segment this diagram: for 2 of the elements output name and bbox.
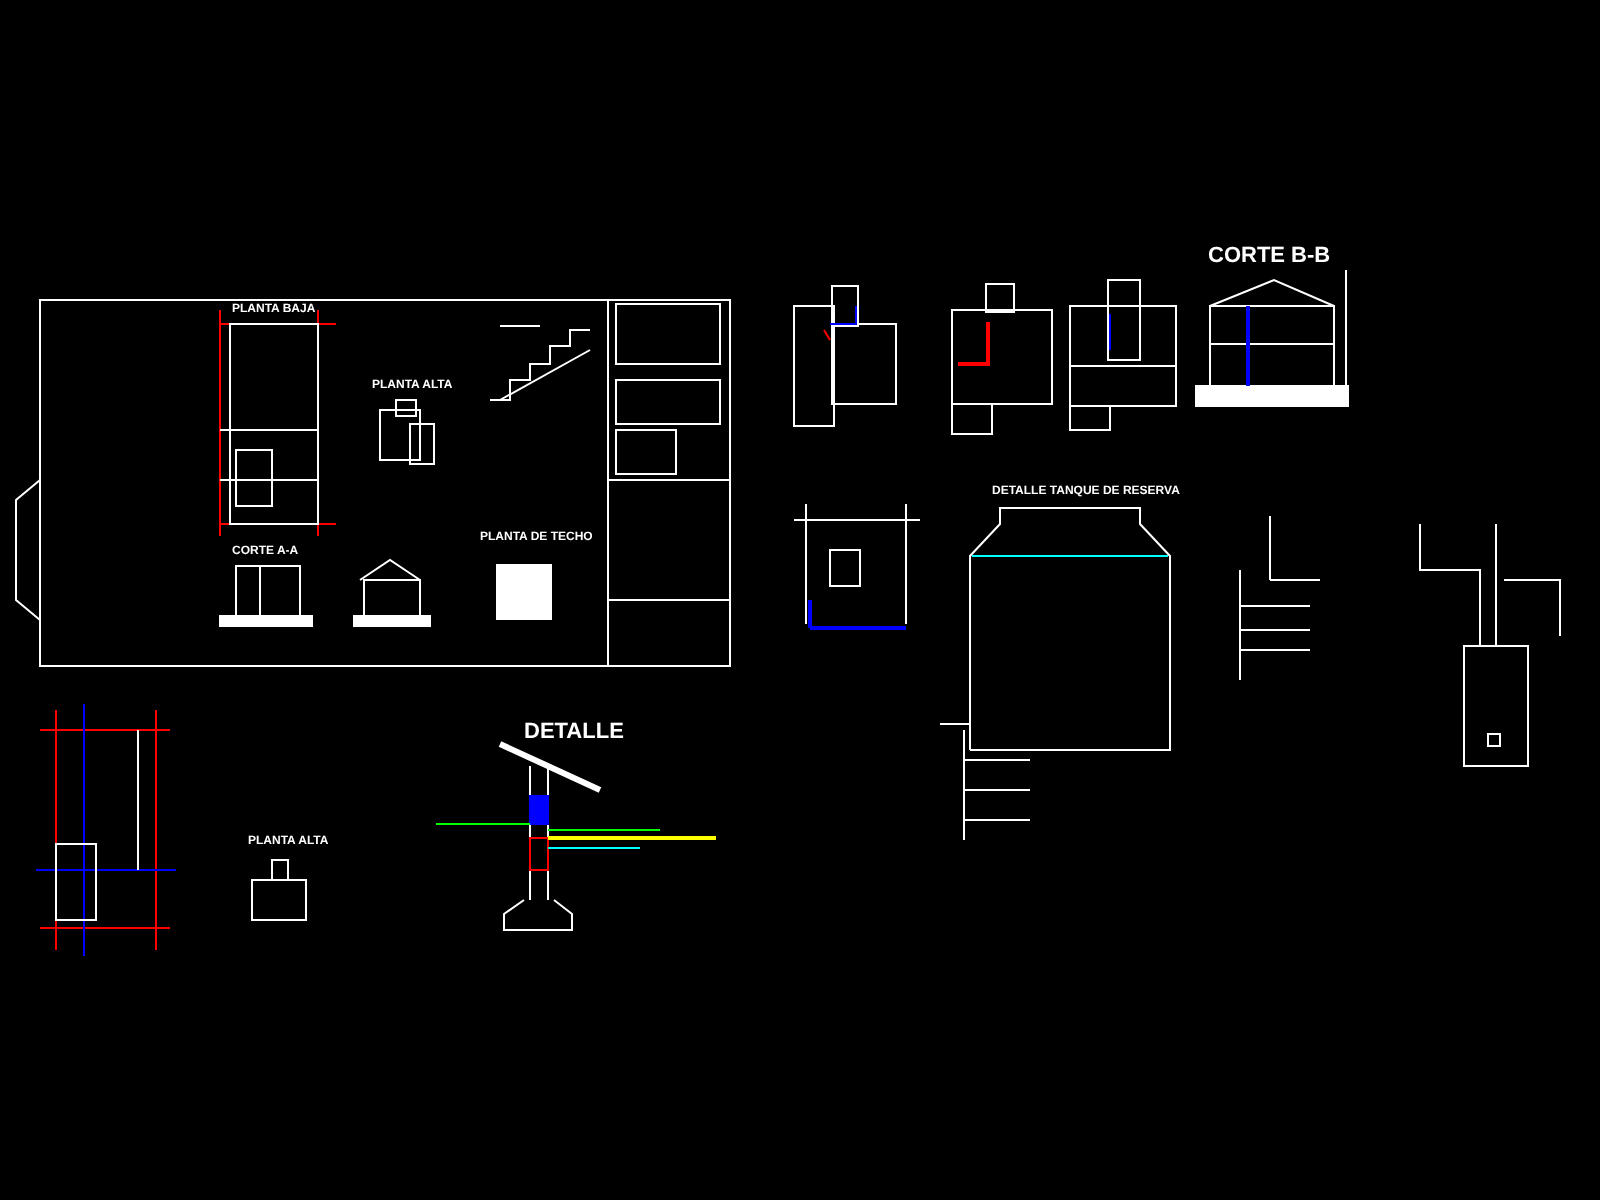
drawing-title: CORTE B-B bbox=[1208, 246, 1331, 268]
drawing-title: DETALLE bbox=[524, 722, 624, 744]
